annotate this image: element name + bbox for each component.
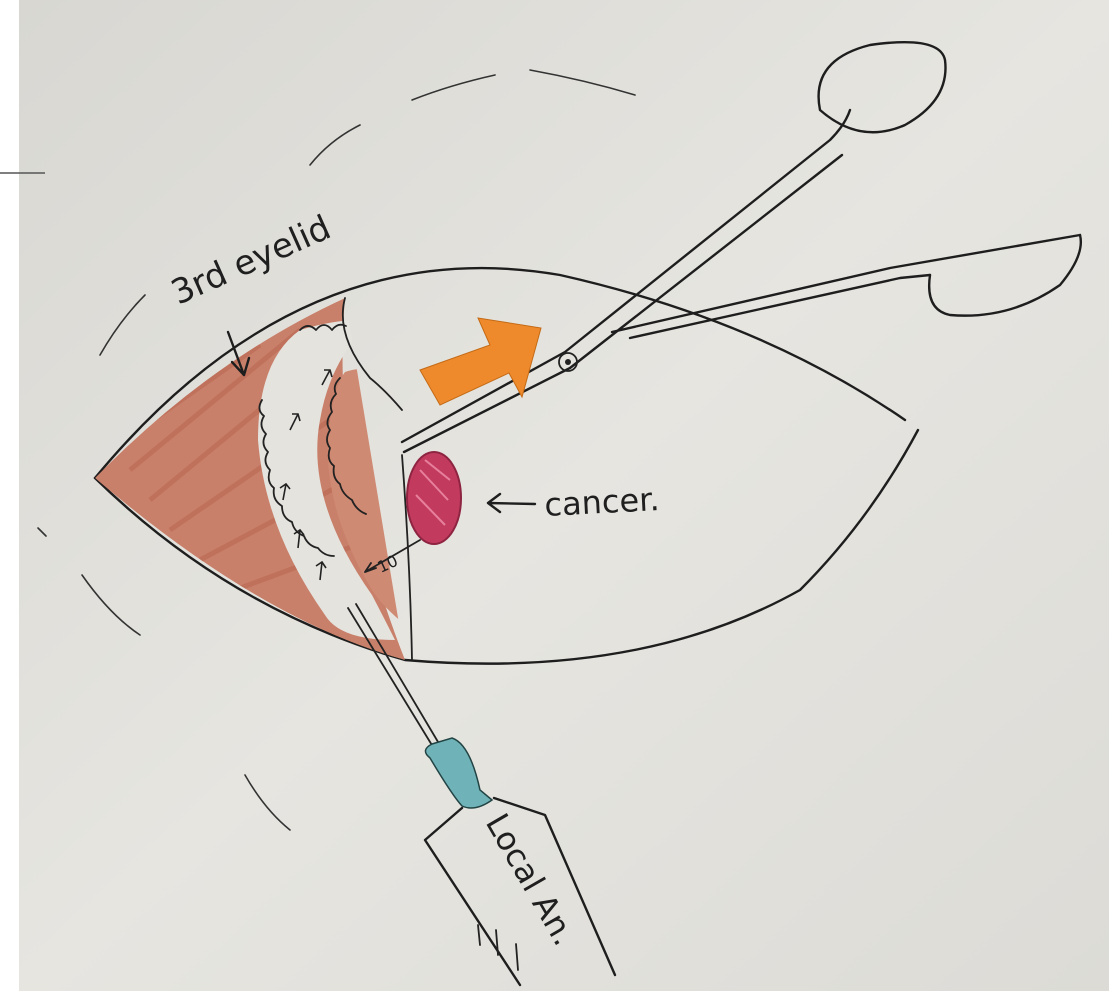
cancer-label: cancer. [543, 480, 660, 524]
cancer-lesion [407, 452, 461, 544]
